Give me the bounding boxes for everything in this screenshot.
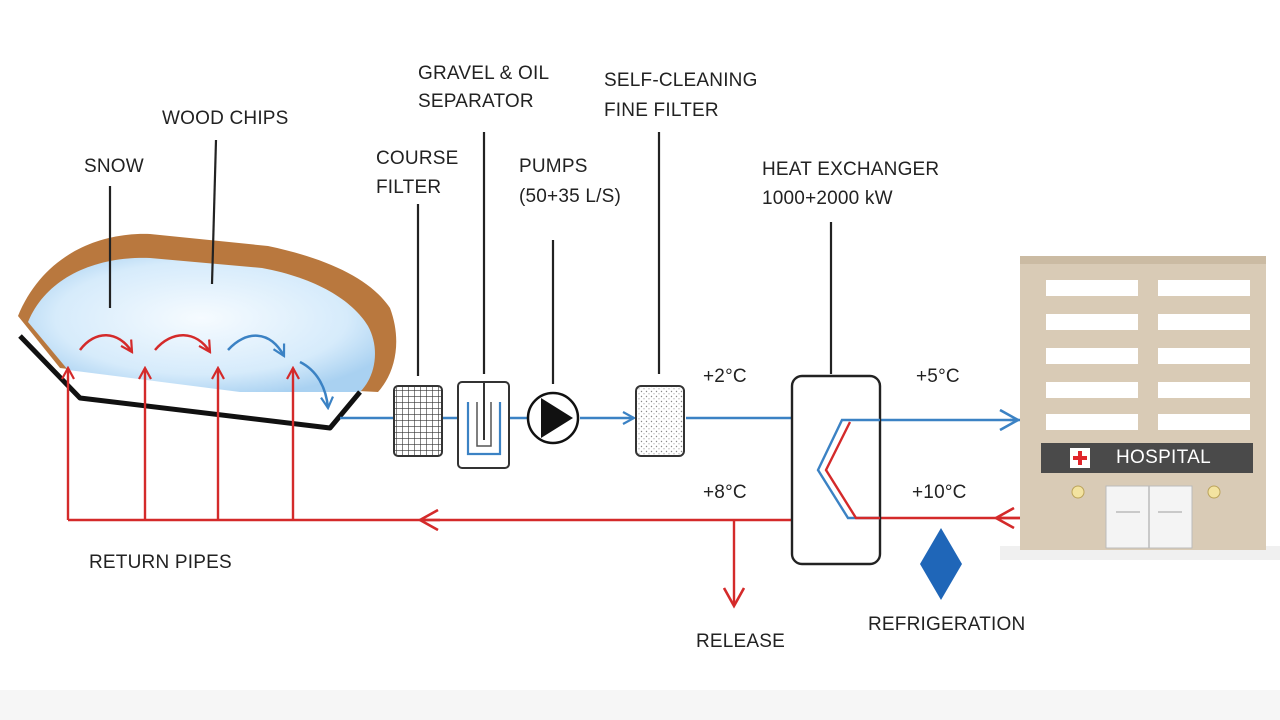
snow-pile bbox=[18, 233, 397, 431]
label-pumps-2: (50+35 L/S) bbox=[519, 186, 622, 207]
gravel-oil-separator bbox=[457, 381, 510, 469]
label-temp-plus-2: +2°C bbox=[703, 366, 747, 387]
label-temp-plus-10: +10°C bbox=[912, 482, 967, 503]
hospital-label: HOSPITAL bbox=[1116, 447, 1211, 468]
label-wood-chips: WOOD CHIPS bbox=[162, 108, 289, 129]
diamond-icon bbox=[920, 528, 962, 600]
label-refrigeration: REFRIGERATION bbox=[868, 614, 1026, 635]
label-heat-exchanger-2: 1000+2000 kW bbox=[762, 188, 893, 209]
label-temp-plus-8: +8°C bbox=[703, 482, 747, 503]
label-course-filter-2: FILTER bbox=[376, 177, 442, 198]
label-self-cleaning-1: SELF-CLEANING bbox=[604, 70, 758, 91]
red-cross-icon bbox=[1070, 448, 1090, 468]
cold-supply-pipe bbox=[340, 418, 1048, 420]
hospital-lamp-right bbox=[1207, 485, 1221, 499]
label-return-pipes: RETURN PIPES bbox=[89, 552, 232, 573]
self-cleaning-fine-filter bbox=[635, 385, 685, 457]
footer-band bbox=[0, 690, 1280, 720]
snow-flow-arrows bbox=[79, 334, 328, 408]
label-release: RELEASE bbox=[696, 631, 786, 652]
snow-body bbox=[28, 257, 375, 392]
label-self-cleaning-2: FINE FILTER bbox=[604, 100, 719, 121]
snow-ground bbox=[18, 334, 362, 431]
label-pumps-1: PUMPS bbox=[519, 156, 588, 177]
label-heat-exchanger-1: HEAT EXCHANGER bbox=[762, 159, 940, 180]
label-snow: SNOW bbox=[84, 156, 144, 177]
leader-lines bbox=[108, 132, 833, 384]
hospital-lamp-left bbox=[1071, 485, 1085, 499]
label-gravel-1: GRAVEL & OIL bbox=[418, 63, 550, 84]
warm-return-pipe bbox=[68, 368, 1050, 606]
course-filter bbox=[393, 385, 443, 457]
hospital-windows bbox=[1046, 280, 1250, 430]
hospital-building bbox=[1000, 256, 1280, 560]
label-gravel-2: SEPARATOR bbox=[418, 91, 534, 112]
label-temp-plus-5: +5°C bbox=[916, 366, 960, 387]
label-course-filter-1: COURSE bbox=[376, 148, 459, 169]
heat-exchanger bbox=[790, 374, 882, 566]
pump-icon bbox=[526, 391, 580, 445]
